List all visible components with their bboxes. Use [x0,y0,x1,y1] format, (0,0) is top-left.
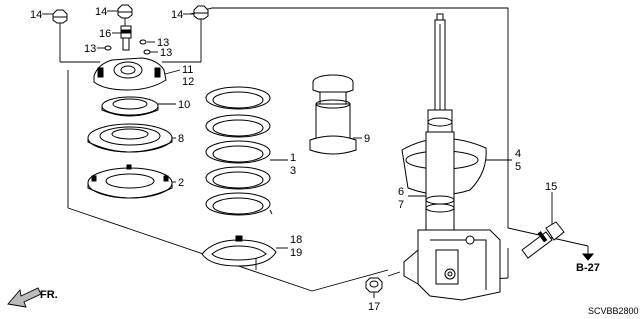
front-arrow-icon [7,287,42,308]
callout-4: 4 [515,148,521,160]
callout-numbers: 14 14 14 16 13 13 13 11 12 10 8 2 1 3 9 … [30,6,557,313]
callout-3: 3 [290,165,296,177]
shock-absorber [401,13,501,301]
coil-spring [205,86,273,216]
callout-17: 17 [368,301,380,313]
callout-14-center: 14 [95,6,107,18]
callout-2: 2 [178,177,184,189]
diagram-code: SCVBB2800 [588,306,639,316]
bump-stop [309,74,357,155]
mount-nut-left [52,9,100,63]
callout-1: 1 [290,152,296,164]
mount-nut-right [162,5,209,63]
front-direction-indicator: FR. [7,287,58,308]
callout-13-left: 13 [84,43,96,55]
callout-12: 12 [182,76,194,88]
callout-18: 18 [290,234,302,246]
strut-mount-base [93,57,167,91]
callout-6: 6 [398,186,404,198]
callout-19: 19 [290,247,302,259]
spring-insulator [87,164,173,199]
section-reference: B-27 [576,253,600,274]
mount-bearing [101,96,159,117]
callout-13-right-lower: 13 [160,47,172,59]
callout-15: 15 [545,181,557,193]
callout-14-left: 14 [30,9,42,21]
leader-lines [42,10,512,298]
section-reference-label: B-27 [576,262,600,274]
flange-nut [365,271,401,293]
lower-spring-seat [201,235,277,270]
callout-5: 5 [515,161,521,173]
callout-16: 16 [99,28,111,40]
front-direction-label: FR. [40,289,58,301]
callout-10: 10 [178,99,190,111]
callout-9: 9 [364,133,370,145]
callout-13-right-upper: 13 [157,37,169,49]
callout-8: 8 [178,133,184,145]
self-locking-nut-16 [120,25,132,51]
mount-nut-center [117,4,133,26]
callout-11: 11 [182,64,193,76]
callout-7: 7 [398,199,404,211]
callout-14-right: 14 [171,9,183,21]
upper-spring-seat [87,123,173,153]
flange-bolt [521,192,565,259]
